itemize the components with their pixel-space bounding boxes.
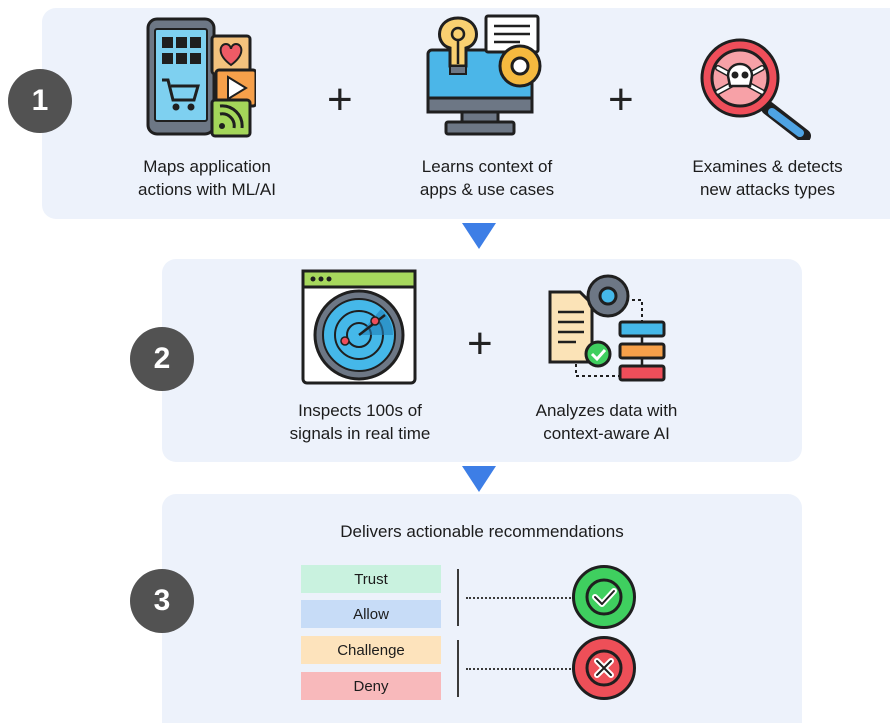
step-one-item-2-label: Learns context of apps & use cases — [382, 155, 592, 201]
flow-arrow — [462, 223, 496, 249]
check-glyph — [585, 578, 623, 616]
step-one-item-1-label: Maps application actions with ML/AI — [102, 155, 312, 201]
step-three-badge: 3 — [130, 569, 194, 633]
divider-bar — [457, 640, 459, 697]
step-one-item-3-label: Examines & detects new attacks types — [655, 155, 880, 201]
label-line: apps & use cases — [419, 180, 555, 199]
step-three-panel — [162, 494, 802, 723]
step-two-panel — [162, 259, 802, 462]
ai-lightbulb-monitor-icon — [426, 14, 542, 136]
check-circle-icon — [572, 565, 636, 629]
step-two-badge: 2 — [130, 327, 194, 391]
challenge-tag: Challenge — [301, 636, 441, 664]
label-line: Analyzes data with — [535, 401, 678, 420]
dotted-connector — [466, 668, 574, 670]
label-line: Examines & detects — [692, 157, 843, 176]
label-line: context-aware AI — [543, 424, 670, 443]
label-line: actions with ML/AI — [138, 180, 276, 199]
x-circle-icon — [572, 636, 636, 700]
plus-sign: + — [608, 75, 634, 124]
mobile-apps-icon — [146, 17, 256, 138]
label-line: Inspects 100s of — [298, 401, 422, 420]
plus-sign: + — [467, 319, 493, 368]
trust-tag: Trust — [301, 565, 441, 593]
skull-magnifier-icon — [700, 38, 811, 140]
label-line: new attacks types — [699, 180, 836, 199]
label-line: Maps application — [143, 157, 271, 176]
deny-tag: Deny — [301, 672, 441, 700]
divider-bar — [457, 569, 459, 626]
step-two-item-2-label: Analyzes data with context-aware AI — [494, 399, 719, 445]
label-line: Learns context of — [421, 157, 553, 176]
step-three-heading: Delivers actionable recommendations — [340, 522, 624, 541]
label-line: signals in real time — [289, 424, 431, 443]
dotted-connector — [466, 597, 574, 599]
step-two-item-1-label: Inspects 100s of signals in real time — [255, 399, 465, 445]
flow-arrow — [462, 466, 496, 492]
x-glyph — [585, 649, 623, 687]
step-one-badge: 1 — [8, 69, 72, 133]
document-gear-flow-icon — [548, 274, 666, 382]
radar-window-icon — [301, 269, 417, 385]
plus-sign: + — [327, 75, 353, 124]
allow-tag: Allow — [301, 600, 441, 628]
